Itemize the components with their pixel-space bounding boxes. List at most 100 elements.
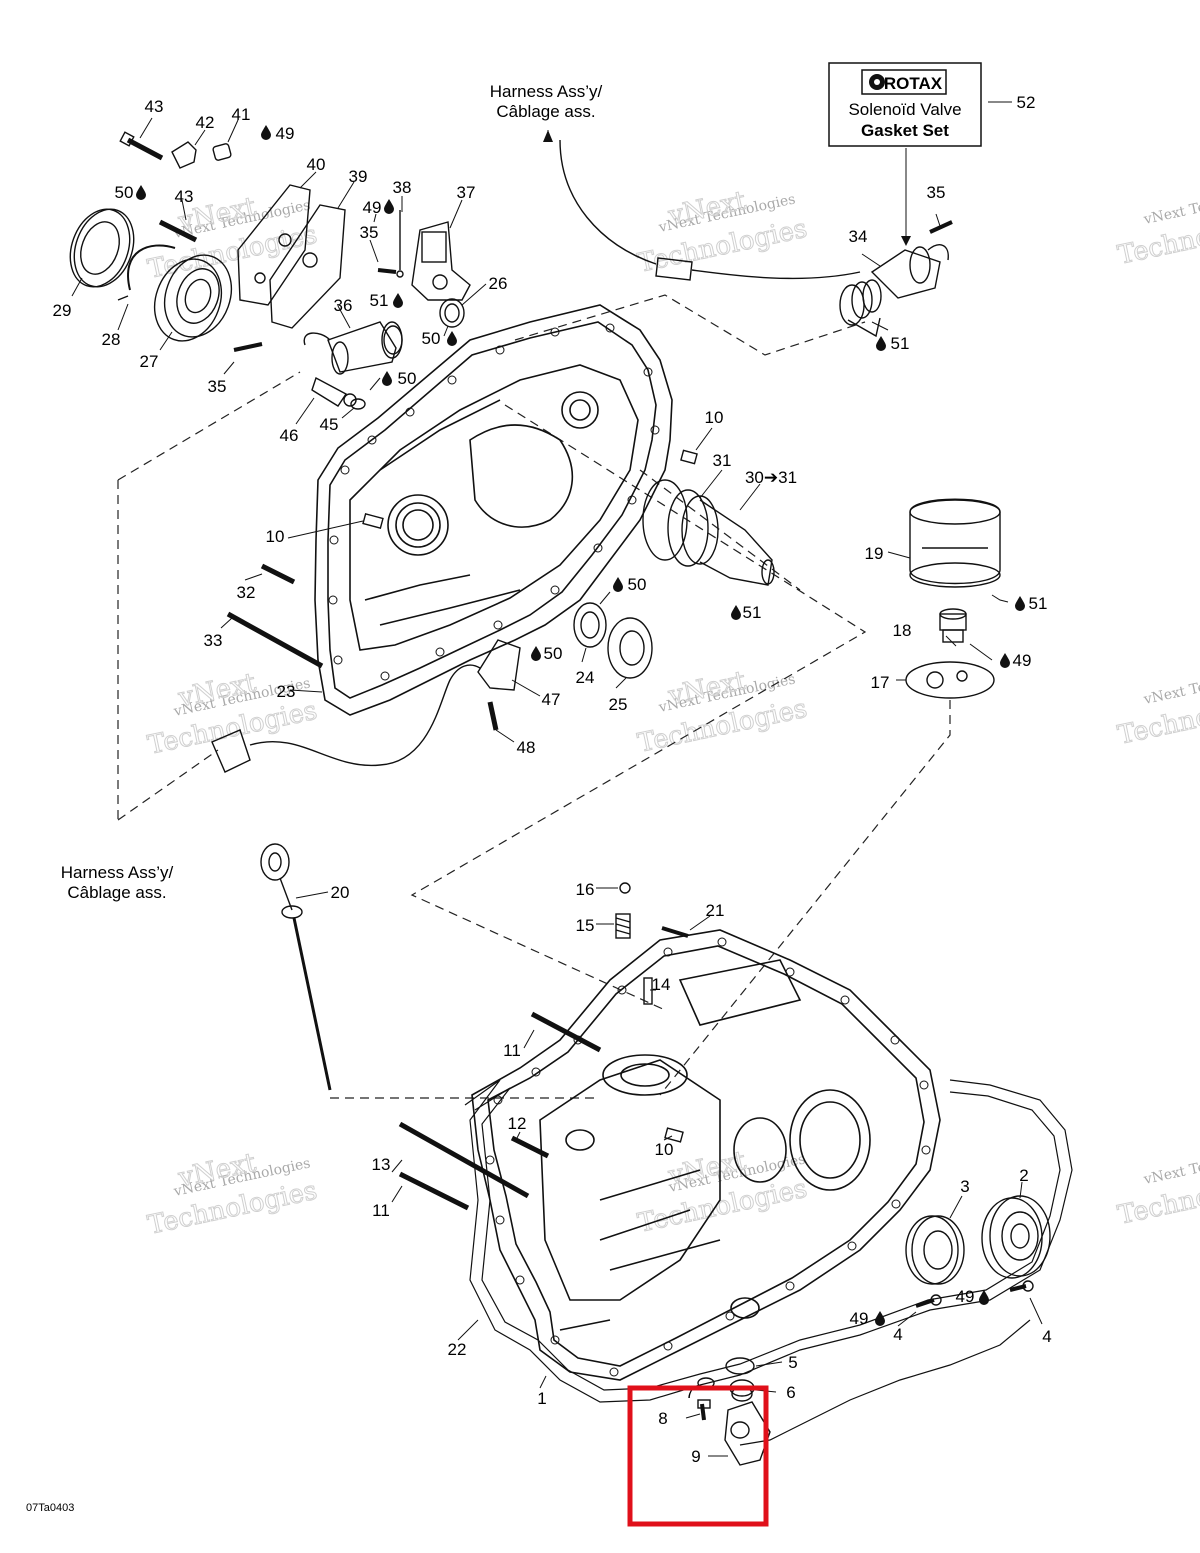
callout-49: 49 xyxy=(363,198,382,217)
callout-25: 25 xyxy=(609,695,628,714)
callout-32: 32 xyxy=(237,583,256,602)
figure-code: 07Ta0403 xyxy=(26,1502,74,1514)
oil-drop-icon xyxy=(875,1311,885,1326)
callout-38: 38 xyxy=(393,178,412,197)
watermark-text: vNext Technologies xyxy=(1142,1143,1200,1188)
callout-45: 45 xyxy=(320,415,339,434)
oil-drop-icon xyxy=(979,1290,989,1305)
callout-31: 31 xyxy=(713,451,732,470)
callout-33: 33 xyxy=(204,631,223,650)
oil-drop-icon xyxy=(393,293,403,308)
callout-49: 49 xyxy=(850,1309,869,1328)
callout-43: 43 xyxy=(175,187,194,206)
callout-42: 42 xyxy=(196,113,215,132)
callout-43: 43 xyxy=(145,97,164,116)
upper-right-parts xyxy=(559,139,1001,699)
callout-35: 35 xyxy=(208,377,227,396)
oil-drop-icon xyxy=(531,646,541,661)
oil-drop-icon xyxy=(1015,596,1025,611)
callout-4: 4 xyxy=(893,1325,902,1344)
oil-drop-icon xyxy=(731,605,741,620)
callout-10: 10 xyxy=(655,1140,674,1159)
callout-2: 2 xyxy=(1019,1166,1028,1185)
watermark-text: vNext Technologies xyxy=(1142,663,1200,708)
callout-17: 17 xyxy=(871,673,890,692)
watermark-text: vNext Technologies xyxy=(1142,183,1200,228)
callout-6: 6 xyxy=(786,1383,795,1402)
lower-case-bolt-holes xyxy=(485,937,931,1377)
callout-5: 5 xyxy=(788,1353,797,1372)
callout-34: 34 xyxy=(849,227,868,246)
callout-12: 12 xyxy=(508,1114,527,1133)
callout-51: 51 xyxy=(743,603,762,622)
callout-49: 49 xyxy=(956,1287,975,1306)
callout-18: 18 xyxy=(893,621,912,640)
upper-case-cover xyxy=(314,304,673,716)
callout-27: 27 xyxy=(140,352,159,371)
oil-drop-icon xyxy=(382,371,392,386)
callout-7: 7 xyxy=(685,1383,694,1402)
callout-15: 15 xyxy=(576,916,595,935)
callout-51: 51 xyxy=(891,334,910,353)
callout-36: 36 xyxy=(334,296,353,315)
callout-30-31: 30➔31 xyxy=(745,468,797,487)
callout-35: 35 xyxy=(360,223,379,242)
callout-1: 1 xyxy=(537,1389,546,1408)
callout-35: 35 xyxy=(927,183,946,202)
callout-3: 3 xyxy=(960,1177,969,1196)
rotax-line1: Solenoïd Valve xyxy=(848,100,961,119)
harness-label-top-line2: Câblage ass. xyxy=(496,102,595,121)
lower-crankcase xyxy=(471,929,941,1381)
callout-numbers: 43 42 41 49 50 43 40 39 49 38 37 35 29 2… xyxy=(53,93,1052,1466)
rotax-brand: ROTAX xyxy=(884,74,943,93)
callout-23: 23 xyxy=(277,682,296,701)
callout-26: 26 xyxy=(489,274,508,293)
callout-10: 10 xyxy=(705,408,724,427)
callout-8: 8 xyxy=(658,1409,667,1428)
upper-case-bolt-holes xyxy=(328,323,660,681)
callout-51: 51 xyxy=(1029,594,1048,613)
callout-29: 29 xyxy=(53,301,72,320)
harness-label-left-line1: Harness Ass’y/ xyxy=(61,863,174,882)
callout-24: 24 xyxy=(576,668,595,687)
lower-gasket xyxy=(464,1079,1073,1446)
callout-37: 37 xyxy=(457,183,476,202)
callout-49: 49 xyxy=(1013,651,1032,670)
upper-left-parts xyxy=(69,131,653,773)
callout-39: 39 xyxy=(349,167,368,186)
callout-52: 52 xyxy=(1017,93,1036,112)
callout-51: 51 xyxy=(370,291,389,310)
callout-46: 46 xyxy=(280,426,299,445)
assembly-dashed-lines xyxy=(117,294,951,1099)
oil-drop-icon xyxy=(384,199,394,214)
callout-41: 41 xyxy=(232,105,251,124)
callout-22: 22 xyxy=(448,1340,467,1359)
highlight-box xyxy=(627,1385,769,1527)
oil-drop-icon xyxy=(876,336,886,351)
callout-14: 14 xyxy=(652,975,671,994)
callout-40: 40 xyxy=(307,155,326,174)
callout-48: 48 xyxy=(517,738,536,757)
rotax-line2: Gasket Set xyxy=(861,121,949,140)
dipstick xyxy=(260,843,332,1091)
callout-19: 19 xyxy=(865,544,884,563)
callout-9: 9 xyxy=(691,1447,700,1466)
callout-11: 11 xyxy=(372,1201,390,1220)
harness-label-left-line2: Câblage ass. xyxy=(67,883,166,902)
callout-20: 20 xyxy=(331,883,350,902)
lower-parts xyxy=(398,882,1051,1466)
callout-50: 50 xyxy=(544,644,563,663)
callout-50: 50 xyxy=(422,329,441,348)
callout-28: 28 xyxy=(102,330,121,349)
callout-13: 13 xyxy=(372,1155,391,1174)
callout-50: 50 xyxy=(628,575,647,594)
oil-drop-icon xyxy=(613,577,623,592)
harness-labels: Harness Ass’y/ Câblage ass. Harness Ass’… xyxy=(61,82,603,902)
watermark-group: vNext Technologies vNext Technologies vN… xyxy=(145,183,1200,1241)
callout-21: 21 xyxy=(706,901,725,920)
callout-50: 50 xyxy=(115,183,134,202)
rotax-gasket-set-box: ROTAX Solenoïd Valve Gasket Set xyxy=(828,62,982,147)
callout-50: 50 xyxy=(398,369,417,388)
callout-49: 49 xyxy=(276,124,295,143)
